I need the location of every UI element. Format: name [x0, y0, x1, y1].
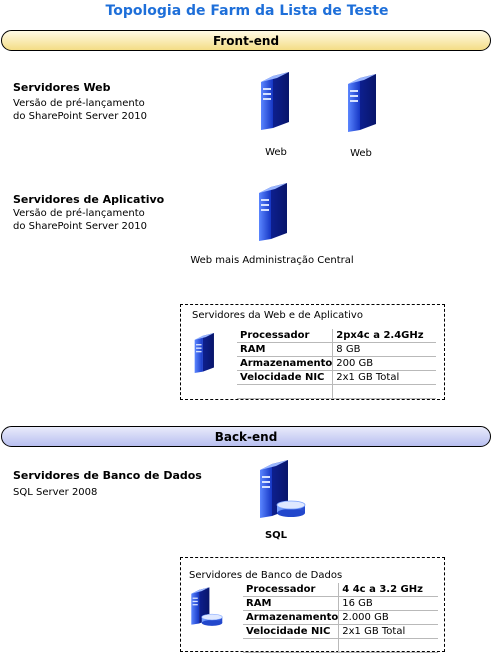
spec-key: Velocidade NIC — [237, 370, 334, 385]
back-end-band: Back-end — [1, 426, 491, 447]
spec-row: Processador 2px4c a 2.4GHz — [237, 329, 437, 343]
front-end-band: Front-end — [1, 30, 491, 51]
spec-row: Armazenamento 2.000 GB — [243, 610, 439, 625]
spec-value — [332, 384, 437, 399]
web-app-spec-table: Processador 2px4c a 2.4GHz RAM 8 GB Arma… — [237, 329, 437, 399]
web-server-caption-2: Web — [350, 148, 372, 159]
app-servers-title: Servidores de Aplicativo — [13, 193, 165, 206]
spec-key: Armazenamento — [243, 610, 340, 625]
web-servers-title: Servidores Web — [13, 81, 111, 94]
spec-value — [338, 638, 439, 653]
spec-row: Armazenamento 200 GB — [237, 356, 437, 371]
spec-row — [237, 384, 437, 399]
spec-value: 200 GB — [332, 356, 437, 371]
server-icon — [257, 183, 291, 241]
spec-key: Armazenamento — [237, 356, 334, 371]
server-icon — [346, 74, 380, 132]
spec-key: Velocidade NIC — [243, 624, 340, 639]
spec-row: RAM 8 GB — [237, 342, 437, 357]
spec-key: RAM — [237, 342, 334, 357]
db-spec-table: Processador 4 4c a 3.2 GHz RAM 16 GB Arm… — [243, 583, 439, 653]
db-spec-box: Servidores de Banco de Dados Processador… — [180, 557, 445, 653]
web-server-caption-1: Web — [265, 147, 287, 158]
spec-key — [243, 638, 340, 653]
web-app-spec-box: Servidores da Web e de Aplicativo Proces… — [180, 304, 445, 400]
spec-value: 2x1 GB Total — [338, 624, 439, 639]
spec-value: 2x1 GB Total — [332, 370, 437, 385]
spec-value: 2.000 GB — [338, 610, 439, 625]
db-servers-title: Servidores de Banco de Dados — [13, 469, 202, 482]
spec-key: Processador — [243, 583, 340, 597]
spec-key — [237, 384, 334, 399]
spec-row: Velocidade NIC 2x1 GB Total — [243, 624, 439, 639]
spec-value: 8 GB — [332, 342, 437, 357]
database-disk-icon — [201, 613, 223, 627]
spec-row: Velocidade NIC 2x1 GB Total — [237, 370, 437, 385]
spec-value: 16 GB — [338, 596, 439, 611]
spec-value: 2px4c a 2.4GHz — [332, 329, 437, 343]
database-disk-icon — [276, 500, 306, 518]
web-app-spec-title: Servidores da Web e de Aplicativo — [192, 310, 363, 321]
app-servers-subtitle-1: Versão de pré-lançamento — [13, 208, 145, 219]
app-servers-subtitle-2: do SharePoint Server 2010 — [13, 221, 147, 232]
spec-key: Processador — [237, 329, 334, 343]
diagram-title: Topologia de Farm da Lista de Teste — [105, 3, 389, 19]
db-server-caption: SQL — [264, 530, 288, 541]
app-server-caption: Web mais Administração Central — [190, 255, 354, 266]
spec-key: RAM — [243, 596, 340, 611]
spec-row — [243, 638, 439, 653]
server-icon — [193, 333, 217, 373]
db-servers-subtitle: SQL Server 2008 — [13, 487, 98, 498]
db-spec-title: Servidores de Banco de Dados — [189, 570, 343, 581]
web-servers-subtitle-2: do SharePoint Server 2010 — [13, 111, 147, 122]
spec-row: Processador 4 4c a 3.2 GHz — [243, 583, 439, 597]
spec-value: 4 4c a 3.2 GHz — [338, 583, 439, 597]
spec-row: RAM 16 GB — [243, 596, 439, 611]
web-servers-subtitle-1: Versão de pré-lançamento — [13, 98, 145, 109]
server-icon — [259, 72, 293, 130]
